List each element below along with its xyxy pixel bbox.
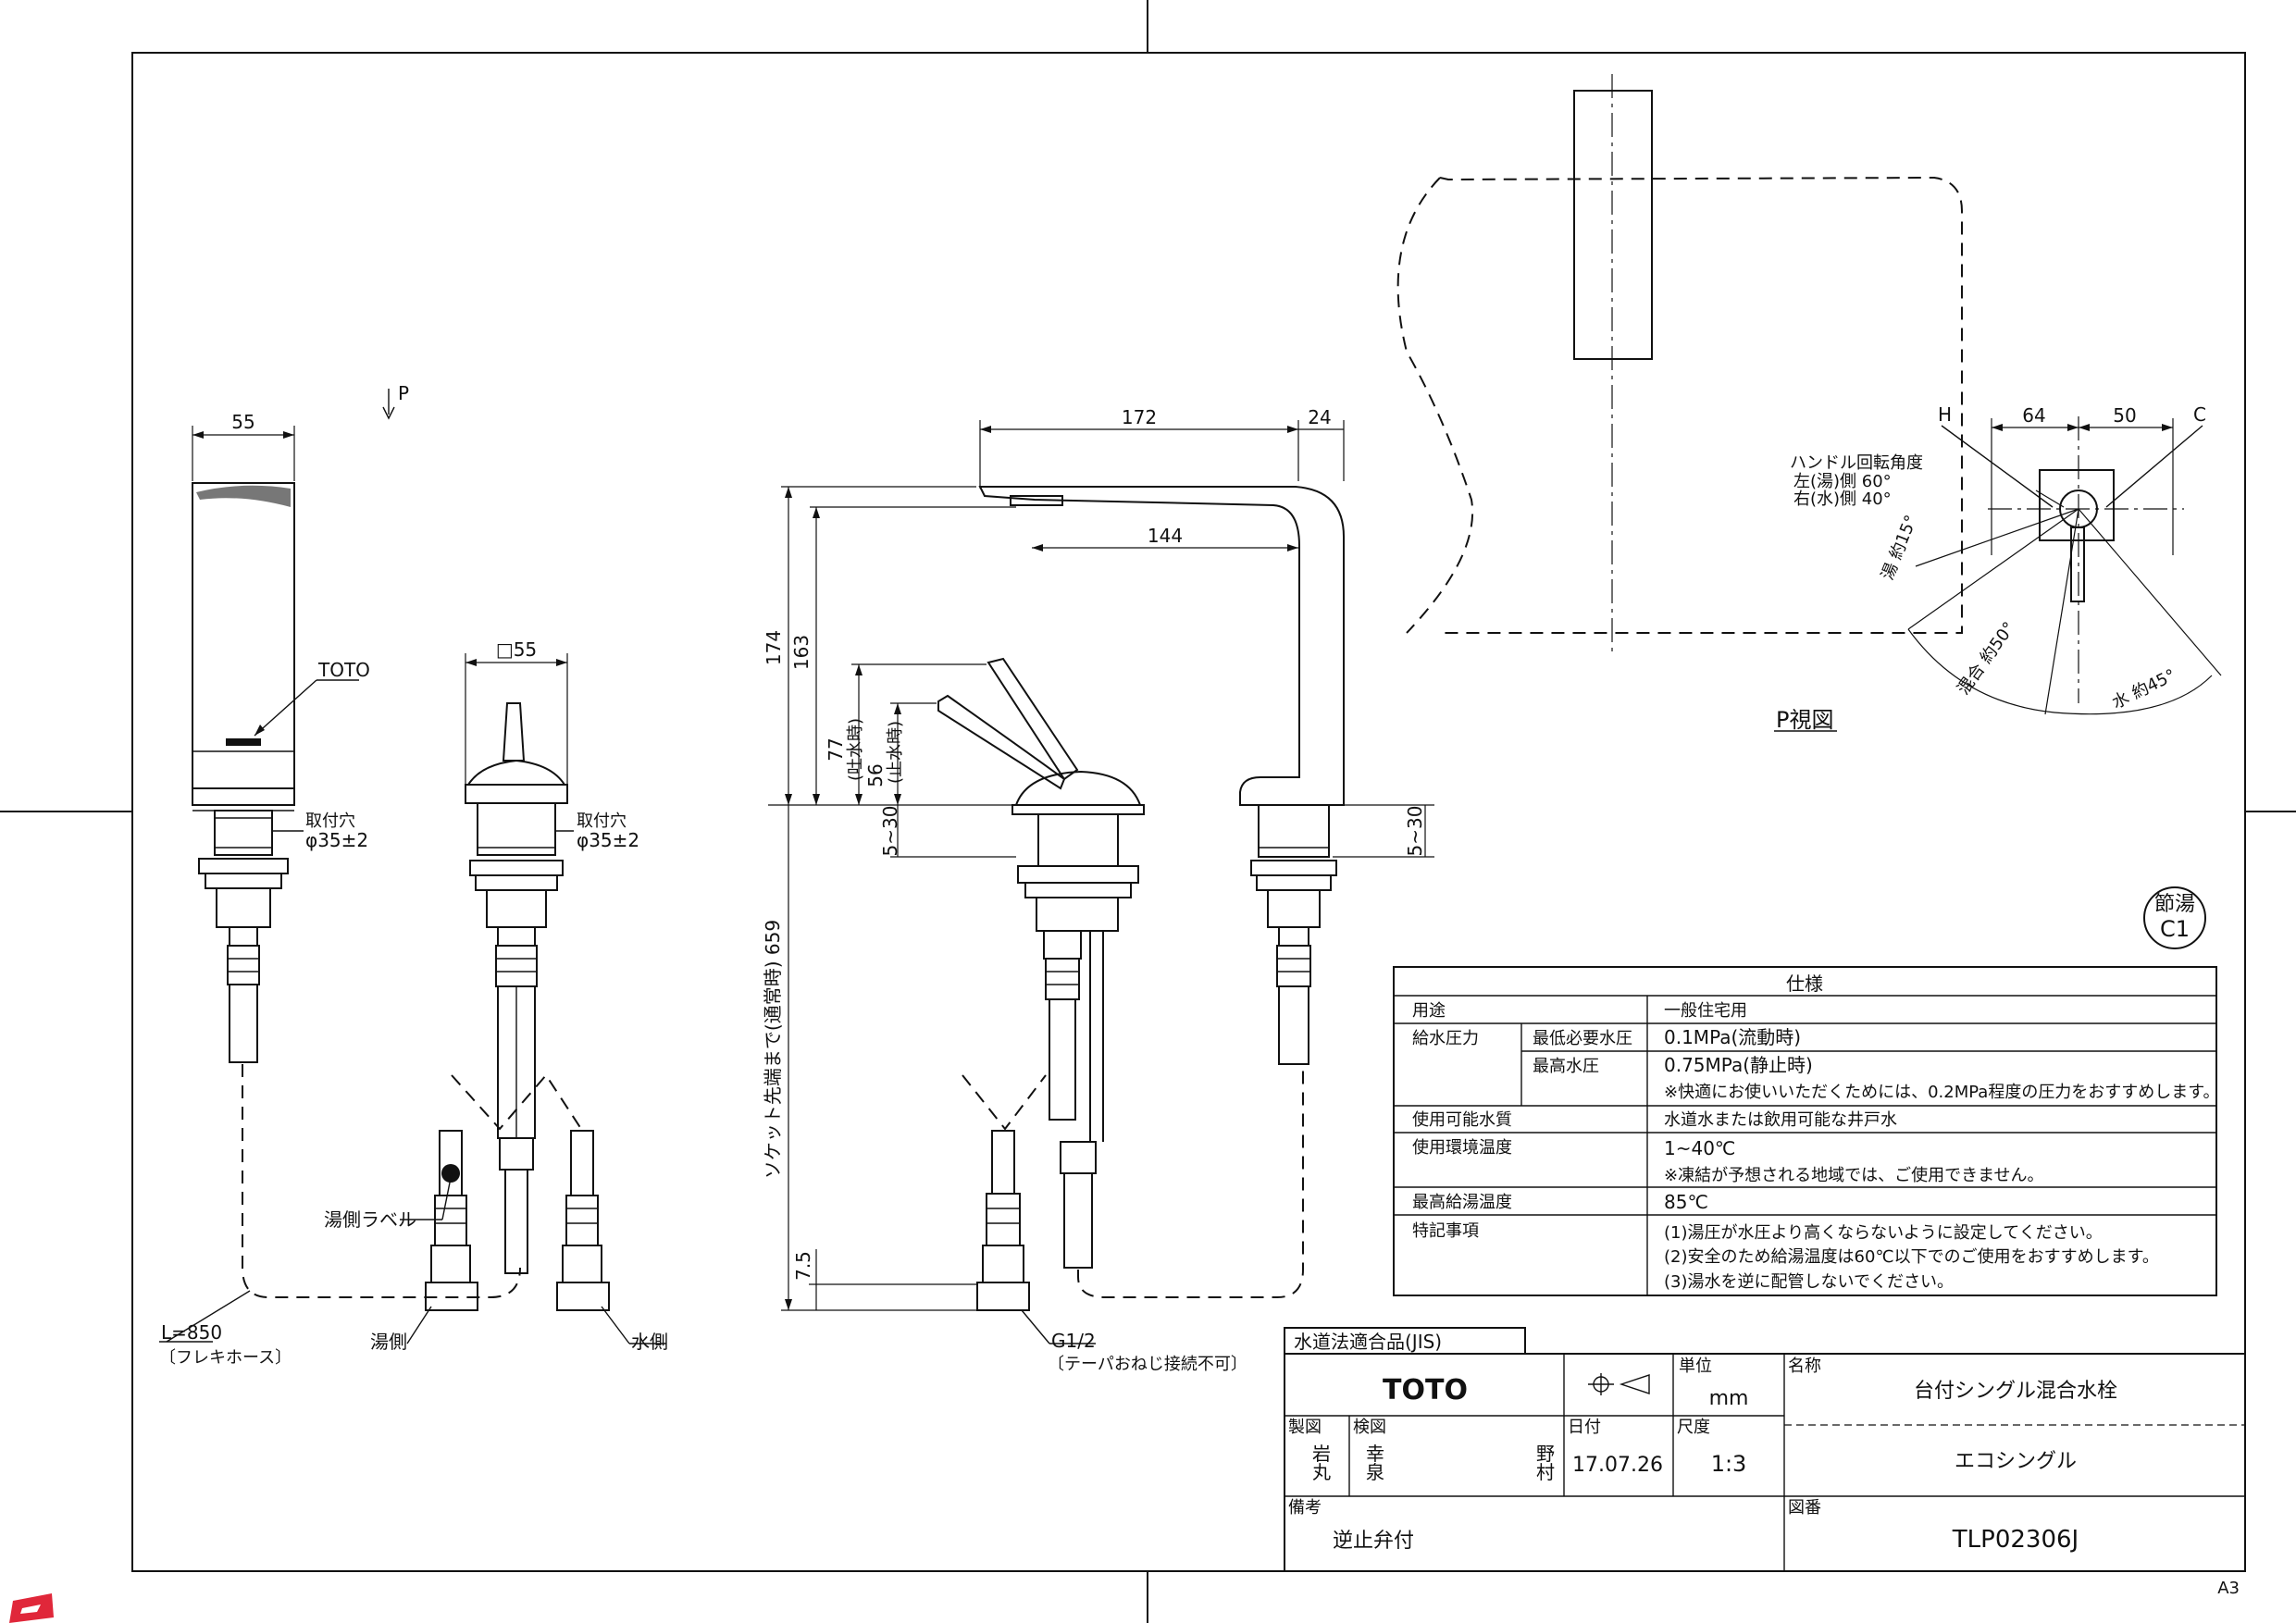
side-handle-view: □55 取付穴 φ35±2 (324, 638, 668, 1353)
dim-77: 77 (825, 737, 847, 761)
spec-value: (3)湯水を逆に配管しないでください。 (1664, 1272, 1954, 1292)
drawing-no-label: 図番 (1788, 1498, 1821, 1518)
scale-value: 1:3 (1711, 1451, 1747, 1477)
unit-value: mm (1709, 1387, 1749, 1410)
checked-value-2: 泉 (1366, 1461, 1384, 1483)
drawn-label: 製図 (1288, 1418, 1322, 1437)
front-view: 55 TOTO 取付穴 φ35±2 L=850 〔フレキホース〕 (159, 411, 521, 1368)
cold-side-label: 水側 (631, 1331, 668, 1353)
spec-label: 給水圧力 (1412, 1029, 1479, 1048)
spec-value: ※凍結が予想される地域では、ご使用できません。 (1664, 1166, 2044, 1185)
hose-length: L=850 (161, 1321, 222, 1344)
approved-value-2: 村 (1536, 1461, 1555, 1483)
unit-label: 単位 (1679, 1357, 1712, 1376)
cert-label: 水道法適合品(JIS) (1294, 1331, 1442, 1353)
dim-174: 174 (763, 630, 785, 665)
dim-7-5: 7.5 (792, 1251, 814, 1281)
remarks-value: 逆止弁付 (1333, 1530, 1414, 1553)
label-c: C (2193, 403, 2206, 426)
dim-172: 172 (1122, 406, 1157, 428)
handle-angle-left: 左(湯)側 60° (1793, 472, 1892, 491)
date-label: 日付 (1568, 1418, 1601, 1437)
spec-value: 0.1MPa(流動時) (1664, 1026, 1801, 1048)
title-block: 水道法適合品(JIS) TOTO 単位 mm 名称 台付シングル混合水栓 エコシ… (1284, 1327, 2246, 1572)
top-view: P視図 64 50 H C ハンドル回転角度 左(湯)側 60° 右(水)側 4… (1396, 74, 2222, 733)
mid-mount-hole-dim: φ35±2 (577, 829, 639, 851)
spec-value: 水道水または飲用可能な井戸水 (1664, 1110, 1897, 1130)
spec-value: 85℃ (1664, 1191, 1708, 1213)
handle-angle-title: ハンドル回転角度 (1790, 453, 1923, 473)
square-dim: □55 (496, 638, 537, 661)
name-value: 台付シングル混合水栓 (1914, 1380, 2117, 1403)
sheet-size: A3 (2217, 1579, 2240, 1598)
dim-77-note: (吐水時) (846, 718, 865, 781)
spec-value: 一般住宅用 (1664, 1001, 1747, 1021)
label-h: H (1938, 403, 1952, 426)
hose-note: 〔フレキホース〕 (159, 1348, 292, 1368)
hot-angle: 湯 約15° (1878, 513, 1921, 583)
cold-angle: 水 約45° (2109, 665, 2178, 712)
spec-value: (2)安全のため給湯温度は60℃以下でのご使用をおすすめします。 (1664, 1247, 2159, 1267)
thread-note: 〔テーパおねじ接続不可〕 (1048, 1355, 1247, 1374)
spec-label: 最高給湯温度 (1412, 1193, 1512, 1212)
spec-label: 用途 (1412, 1001, 1446, 1021)
spec-sub: 最高水圧 (1533, 1057, 1599, 1076)
remarks-label: 備考 (1288, 1498, 1322, 1518)
thread-label: G1/2 (1051, 1330, 1096, 1352)
front-mount-hole-dim: φ35±2 (305, 829, 368, 851)
dim-5-30-a: 5~30 (879, 806, 901, 857)
spec-sub: 最低必要水圧 (1533, 1029, 1632, 1048)
spec-label: 使用可能水質 (1412, 1110, 1512, 1130)
dim-144: 144 (1148, 525, 1183, 547)
dim-56-note: (止水時) (886, 721, 905, 784)
dim-56: 56 (864, 763, 887, 787)
spec-value: ※快適にお使いいただくためには、0.2MPa程度の圧力をおすすめします。 (1664, 1083, 2220, 1102)
dim-64: 64 (2022, 404, 2045, 427)
spec-value: (1)湯圧が水圧より高くならないように設定してください。 (1664, 1223, 2103, 1243)
spec-table: 仕様 用途 一般住宅用 給水圧力 最低必要水圧 0.1MPa(流動時) 最高水圧… (1393, 966, 2220, 1296)
handle-angle-right: 右(水)側 40° (1793, 489, 1892, 509)
hot-side-label: 湯側 (370, 1331, 407, 1353)
scale-label: 尺度 (1677, 1418, 1710, 1437)
sub-name: エコシングル (1955, 1450, 2077, 1473)
eco-badge: 節湯 C1 (2143, 886, 2206, 949)
drawing-no-value: TLP02306J (1952, 1526, 2079, 1554)
mid-mount-hole-label: 取付穴 (577, 812, 627, 831)
spout-profile-view: 172 24 144 (762, 406, 1434, 1374)
toto-logo: TOTO (1383, 1374, 1468, 1406)
p-view-label: P視図 (1776, 707, 1833, 733)
mix-angle: 混合 約50° (1954, 618, 2019, 698)
spec-value: 0.75MPa(静止時) (1664, 1054, 1813, 1076)
dim-5-30-b: 5~30 (1404, 806, 1426, 857)
hot-label-tag: 湯側ラベル (324, 1208, 416, 1231)
dim-24: 24 (1308, 406, 1331, 428)
p-arrow-label: P (398, 382, 409, 404)
projection-symbol-icon (1588, 1373, 1650, 1395)
corner-logo-icon (9, 1593, 54, 1623)
approved-value-1: 野 (1536, 1443, 1555, 1465)
checked-label: 検図 (1353, 1418, 1386, 1437)
dim-659: ソケット先端まで(通常時) 659 (762, 920, 784, 1179)
front-mount-hole-label: 取付穴 (305, 812, 355, 831)
date-value: 17.07.26 (1572, 1454, 1663, 1477)
spec-label: 使用環境温度 (1412, 1138, 1512, 1158)
badge-bottom: C1 (2160, 916, 2190, 942)
spec-value: 1~40℃ (1664, 1137, 1735, 1159)
checked-value-1: 幸 (1366, 1443, 1384, 1465)
drawn-value-1: 岩 (1312, 1443, 1331, 1465)
spec-title: 仕様 (1786, 973, 1823, 995)
brand-callout: TOTO (317, 659, 370, 681)
spec-label: 特記事項 (1412, 1221, 1479, 1241)
dim-50: 50 (2113, 404, 2136, 427)
drawn-value-2: 丸 (1312, 1461, 1331, 1483)
dim-163: 163 (790, 635, 813, 670)
p-view-arrow: P (382, 382, 409, 420)
name-label: 名称 (1788, 1357, 1821, 1376)
front-width-dim: 55 (231, 411, 254, 433)
badge-top: 節湯 (2154, 893, 2195, 916)
